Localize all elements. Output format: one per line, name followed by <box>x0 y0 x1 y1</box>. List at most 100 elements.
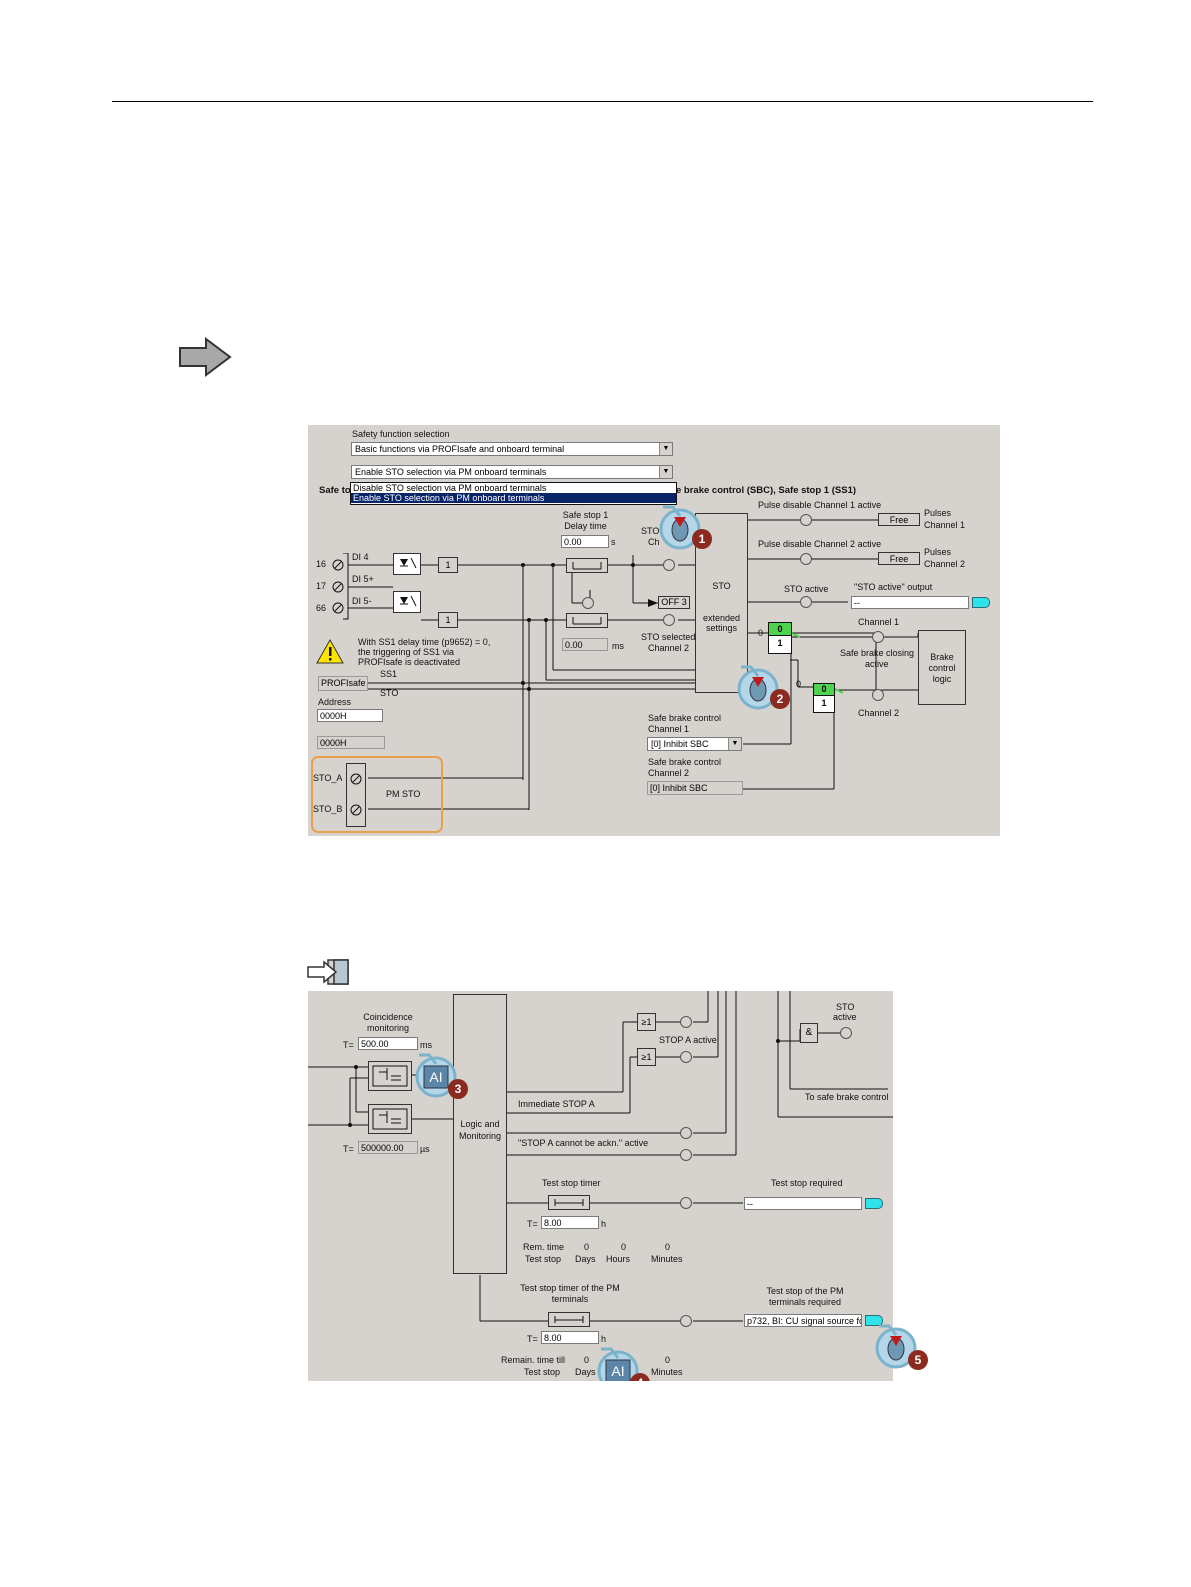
dropdown-option-disable[interactable]: Disable STO selection via PM onboard ter… <box>353 483 547 493</box>
delay-timer-block-1 <box>566 558 608 573</box>
sto-active-output-field[interactable]: -- <box>851 596 969 609</box>
coincidence-unit: ms <box>420 1040 432 1050</box>
brake-switch-1[interactable]: 0 1 <box>768 622 792 654</box>
output-connector-button[interactable] <box>972 597 990 608</box>
test-stop-timer-unit: h <box>601 1219 607 1229</box>
optocoupler-2-icon <box>393 591 421 613</box>
minutes2-value: 0 <box>665 1355 671 1365</box>
rem-time-label: Rem. time <box>523 1242 565 1252</box>
sto-selection-combo[interactable]: Enable STO selection via PM onboard term… <box>351 465 673 479</box>
pm-terminal-block <box>346 763 366 827</box>
optocoupler-1-icon <box>393 553 421 575</box>
pm-timer-input[interactable]: 8.00 <box>541 1331 599 1344</box>
chevron-down-icon[interactable]: ▼ <box>728 738 741 750</box>
t-label: T= <box>343 1040 354 1050</box>
brake-switch-2[interactable]: 0 1 <box>813 683 835 713</box>
t-label-3: T= <box>527 1219 538 1229</box>
channel2-lamp <box>872 689 884 701</box>
sbc-ch1-combo[interactable]: [0] Inhibit SBC▼ <box>647 737 742 751</box>
test-stop-connector-button[interactable] <box>865 1198 883 1209</box>
test-stop-required-label: Test stop required <box>771 1178 843 1188</box>
sbc-ch2-label: Safe brake control <box>648 757 722 767</box>
days2-label: Days <box>575 1367 596 1377</box>
pulse-ch2-active: Pulse disable Channel 2 active <box>758 539 882 549</box>
di5m-label: DI 5- <box>352 596 372 606</box>
pulses-ch2: Pulses <box>924 547 952 557</box>
sto-select-ch1-label: STO <box>641 526 660 536</box>
lamp-stop-a-ackn <box>680 1127 692 1139</box>
pulses-ch2-b: Channel 2 <box>924 559 966 569</box>
screen-title-left: Safe to <box>319 485 351 496</box>
logic-box-2: 1 <box>438 612 458 628</box>
second-unit: µs <box>420 1144 430 1154</box>
safety-selection-label: Safety function selection <box>352 429 450 439</box>
test-stop-timer-input[interactable]: 8.00 <box>541 1216 599 1229</box>
sto-active-label: STO active <box>784 584 829 594</box>
book-reference-icon <box>307 959 349 985</box>
brake-control-logic-block: Brake control logic <box>918 630 966 705</box>
pulses-ch1-b: Channel 1 <box>924 520 966 530</box>
terminal-66: 66 <box>316 603 327 613</box>
pm-timer-label: Test stop timer of the PM <box>520 1283 620 1293</box>
ss1-lamp <box>582 597 594 609</box>
or-gate-2: ≥1 <box>637 1048 656 1066</box>
minutes-label: Minutes <box>651 1254 683 1264</box>
t-label-4: T= <box>527 1334 538 1344</box>
address-readout: 0000H <box>317 736 385 749</box>
coincidence-label-b: monitoring <box>366 1023 410 1033</box>
sto-select-ch1-label-b: Ch <box>648 537 660 547</box>
address-input[interactable]: 0000H <box>317 709 383 722</box>
second-time-readout: 500000.00 <box>358 1141 418 1154</box>
logic-monitoring-block: Logic and Monitoring <box>453 994 507 1274</box>
days-value: 0 <box>584 1242 590 1252</box>
filter-block-1 <box>368 1061 412 1091</box>
sto-b-label: STO_B <box>313 804 343 814</box>
sto-signal-label: STO <box>380 688 399 698</box>
terminal-17: 17 <box>316 581 327 591</box>
channel1-lamp <box>872 631 884 643</box>
sbc-closing-label: Safe brake closing <box>840 648 915 658</box>
di4-label: DI 4 <box>352 552 369 562</box>
pm-required-field[interactable]: p732, BI: CU signal source for <box>744 1314 862 1327</box>
sto-active-output-label: "STO active" output <box>854 582 933 592</box>
rem-time-label-b: Test stop <box>525 1254 562 1264</box>
sto-active-lamp <box>800 596 812 608</box>
free-ch2: Free <box>878 552 920 565</box>
stop-a-cannot-label: "STOP A cannot be ackn." active <box>518 1138 649 1148</box>
channel2-label: Channel 2 <box>858 708 900 718</box>
dropdown-option-enable[interactable]: Enable STO selection via PM onboard term… <box>351 493 676 503</box>
pulse-ch2-lamp <box>800 553 812 565</box>
coincidence-time-input[interactable]: 500.00 <box>358 1037 418 1050</box>
timer-unit: ms <box>612 641 624 651</box>
pulse-ch1-active: Pulse disable Channel 1 active <box>758 500 882 510</box>
channel1-label: Channel 1 <box>858 617 900 627</box>
safety-function-combo[interactable]: Basic functions via PROFIsafe and onboar… <box>351 442 673 456</box>
lamp-or1 <box>680 1016 692 1028</box>
screen-title-right: e brake control (SBC), Safe stop 1 (SS1) <box>676 485 857 496</box>
pm-required-connector-button[interactable] <box>865 1315 883 1326</box>
chevron-down-icon[interactable]: ▼ <box>659 443 672 455</box>
sbc-ch2-label-b: Channel 2 <box>648 768 690 778</box>
sbc-closing-label-b: active <box>865 659 889 669</box>
sto-active-label-2b: active <box>833 1012 857 1022</box>
warning-icon <box>316 638 344 664</box>
hours-value: 0 <box>621 1242 627 1252</box>
warning-text-1: With SS1 delay time (p9652) = 0, <box>358 637 491 647</box>
sto-extended-settings-button[interactable]: STO extended settings <box>695 513 748 693</box>
days2-value: 0 <box>584 1355 590 1365</box>
sto-active-lamp-2 <box>840 1027 852 1039</box>
and-gate: & <box>800 1023 818 1043</box>
lamp-stop-a-ackn-2 <box>680 1149 692 1161</box>
header-rule <box>112 101 1093 102</box>
pm-required-label: Test stop of the PM <box>766 1286 844 1296</box>
minutes2-label: Minutes <box>651 1367 683 1377</box>
sto-active-label-2: STO <box>836 1002 855 1012</box>
ss1-unit: s <box>611 537 616 547</box>
to-safe-brake-label: To safe brake control <box>805 1092 889 1102</box>
chevron-down-icon[interactable]: ▼ <box>659 466 672 478</box>
ss1-delay-input[interactable]: 0.00 <box>561 535 609 548</box>
switch2-zero: 0 <box>796 679 802 689</box>
test-stop-required-field[interactable]: -- <box>744 1197 862 1210</box>
pm-timer-unit: h <box>601 1334 607 1344</box>
